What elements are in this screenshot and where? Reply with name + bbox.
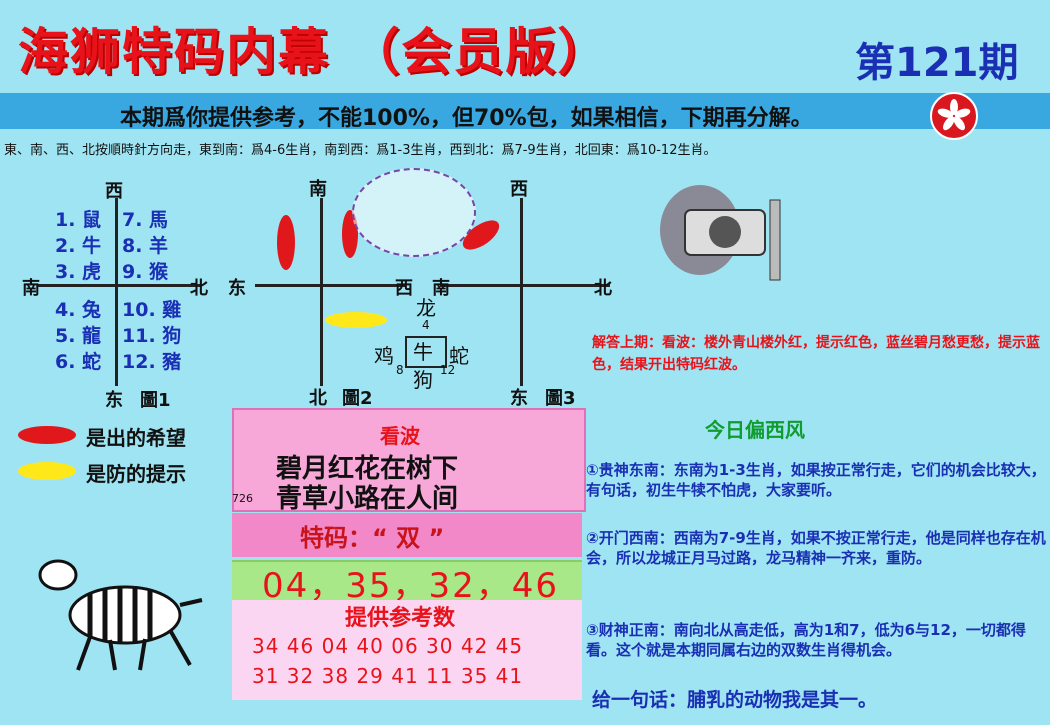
zodiac-item: 8. 羊 [122,235,169,257]
fig1-horizontal-line [38,284,200,287]
wind-title: 今日偏西风 [705,418,805,442]
fig2-label-left: 东 [228,278,246,299]
fig3-horizontal-line [440,284,610,287]
tema-text: 特码：“ 双 ” [300,524,445,552]
zodiac-item: 5. 龍 [55,325,102,347]
fig2-label-right: 西 [395,278,413,299]
zodiac-item: 2. 牛 [55,235,102,257]
fig1-caption: 圖1 [140,390,171,411]
fig1-label-bottom: 东 [105,390,123,411]
fig1-vertical-line [115,198,118,386]
yellow-oval-marker [325,312,387,328]
fig3-vertical-line [520,198,523,386]
zodiac-item: 9. 猴 [122,261,169,283]
legend-red-marker [18,426,76,444]
zodiac-item: 7. 馬 [122,209,169,231]
fig1-label-right: 北 [190,278,208,299]
legend-yellow-label: 是防的提示 [86,462,186,486]
legend-yellow-marker [18,462,76,480]
cross-center: 牛 [413,340,433,364]
cross-left: 鸡 [374,344,394,368]
banner-bar [0,93,1050,129]
numbers-band [232,560,582,602]
fig3-label-bottom: 东 [510,388,528,409]
zodiac-item: 12. 豬 [122,351,182,373]
fig3-label-right: 北 [594,278,612,299]
zodiac-item: 6. 蛇 [55,351,102,373]
cross-right: 蛇 [449,344,469,368]
kanbo-panel [232,408,586,512]
direction-note: 東、南、西、北按順時針方向走，東到南：爲4-6生肖，南到西：爲1-3生肖，西到北… [4,143,717,158]
zodiac-item: 10. 雞 [122,299,182,321]
cross-left-num: 8 [396,363,404,377]
fig2-label-top: 南 [309,179,327,200]
reference-title: 提供参考数 [345,606,456,631]
poem-line-1: 碧月红花在树下 [276,454,459,484]
paragraph-3: ③财神正南：南向北从高走低，高为1和7，低为6与12，一切都得看。这个就是本期同… [586,621,1026,659]
special-numbers: 04，35，32，46 [262,566,560,606]
fig2-caption: 圖2 [342,388,373,409]
kanbo-title: 看波 [380,424,420,448]
fig3-label-left: 南 [432,278,450,299]
fig1-label-left: 南 [22,278,40,299]
cross-center-box [405,336,447,368]
zodiac-item: 4. 兔 [55,299,102,321]
tema-band [232,513,582,557]
issue-number: 第121期 [855,40,1019,86]
fig3-caption: 圖3 [545,388,576,409]
cross-top-num: 4 [422,318,430,332]
poem-line-2: 青草小路在人间 [276,484,459,514]
fig2-label-bottom: 北 [309,388,327,409]
legend-red-label: 是出的希望 [86,426,186,450]
fig1-label-top: 西 [105,181,123,202]
cross-bottom: 狗 [413,368,433,392]
banner-text: 本期爲你提供参考，不能100%，但70%包，如果相信，下期再分解。 [120,106,813,131]
page-title: 海狮特码内幕 （会员版） [18,23,610,81]
zodiac-item: 11. 狗 [122,325,182,347]
paragraph-1: ①贵神东南：东南为1-3生肖，如果按正常行走，它们的机会比较大，有句话，初生牛犊… [586,461,1046,499]
reference-row: 34 46 04 40 06 30 42 45 [252,634,524,658]
reference-band [232,600,582,700]
decorative-circle-icon [352,168,476,257]
zodiac-item: 3. 虎 [55,261,102,283]
cross-top: 龙 [416,296,436,320]
cartoon-animal-image [645,170,805,285]
fig2-vertical-line [320,198,323,386]
zebra-image [30,545,210,675]
final-sentence: 给一句话：脯乳的动物我是其一。 [592,689,878,711]
hk-flag-icon [930,92,978,140]
small-number: 726 [232,492,253,505]
zodiac-item: 1. 鼠 [55,209,102,231]
red-oval-marker [277,215,295,270]
reference-row: 31 32 38 29 41 11 35 41 [252,664,524,688]
fig2-horizontal-line [255,284,405,287]
fig3-label-top: 西 [510,179,528,200]
previous-answer: 解答上期：看波：楼外青山楼外红，提示红色，蓝丝碧月愁更愁，提示蓝色，结果开出特码… [592,335,1040,373]
cross-right-num: 12 [440,363,456,377]
paragraph-2: ②开门西南：西南为7-9生肖，如果不按正常行走，他是同样也存在机会，所以龙城正月… [586,529,1046,567]
